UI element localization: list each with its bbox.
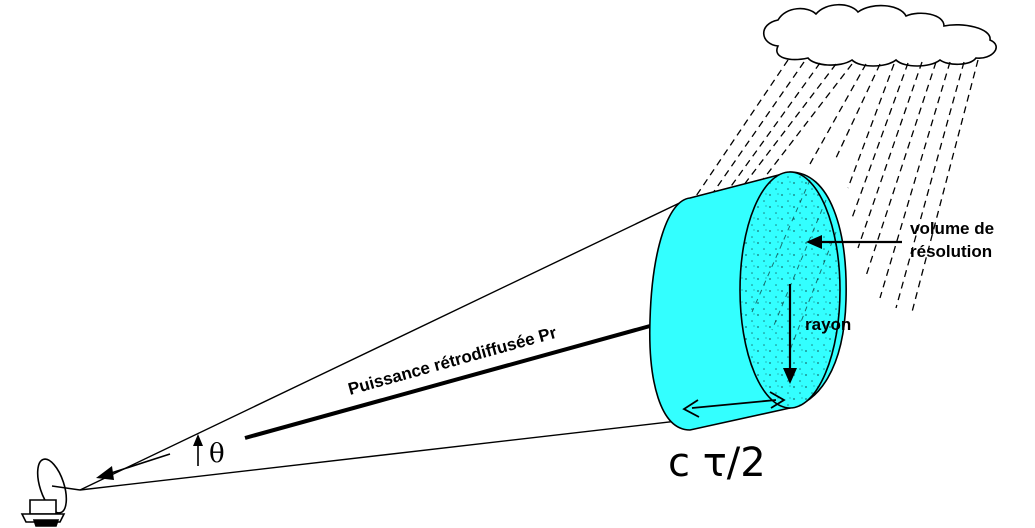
beam-axis	[244, 324, 651, 440]
radar-dish-icon	[20, 458, 81, 527]
resolution-volume-cylinder	[648, 171, 847, 431]
volume-label-line1: volume de	[910, 219, 994, 238]
theta-arrow	[193, 434, 203, 466]
ctau-label: c τ/2	[668, 440, 766, 486]
cloud-icon	[762, 3, 997, 67]
radius-arrow	[783, 284, 797, 384]
ctau-double-arrow	[682, 391, 786, 418]
rain-lines	[689, 59, 979, 313]
backscatter-arrow	[96, 453, 171, 480]
volume-arrow	[806, 235, 902, 249]
rain-lines-front	[751, 179, 837, 351]
rayon-label: rayon	[805, 315, 851, 334]
theta-label: θ	[209, 439, 225, 469]
volume-label-line2: résolution	[910, 242, 992, 261]
